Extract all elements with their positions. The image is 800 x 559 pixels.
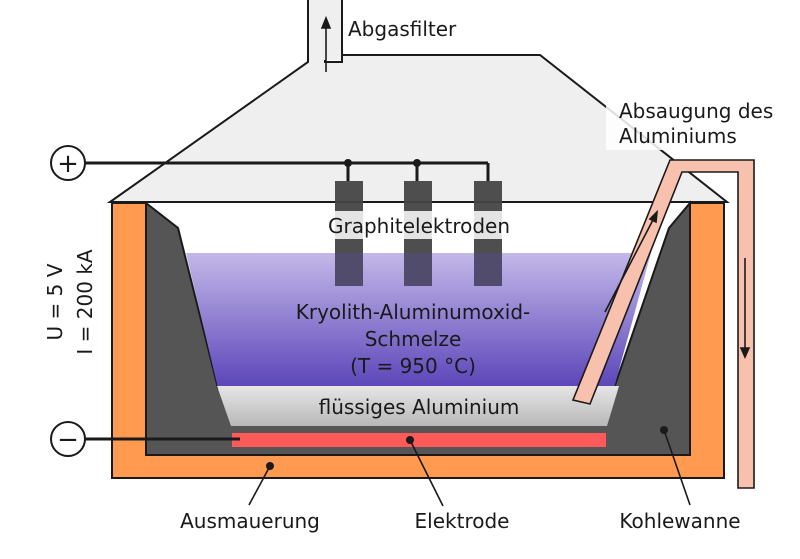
- cryolite-melt: [186, 253, 651, 388]
- electrode-label: Elektrode: [415, 509, 510, 533]
- callout-lines: [248, 429, 691, 507]
- minus-terminal-label: −: [57, 425, 79, 455]
- suction-label-line2: Aluminiums: [619, 124, 737, 148]
- cathode-bar: [232, 433, 606, 447]
- suction-pipe: [571, 159, 755, 489]
- liquid-aluminium-label: flüssiges Aluminium: [319, 395, 520, 419]
- melt-label-line3: (T = 950 °C): [350, 354, 476, 378]
- voltage-label: U = 5 V: [43, 263, 67, 340]
- plus-terminal: [50, 145, 86, 181]
- minus-terminal: [50, 421, 86, 457]
- plus-terminal-label: +: [57, 149, 79, 179]
- graphite-electrodes-label: Graphitelektroden: [328, 214, 510, 238]
- current-label: I = 200 kA: [73, 249, 97, 354]
- melt-label-line2: Schmelze: [365, 327, 462, 351]
- flow-arrows: [320, 15, 751, 359]
- carbon-tub-label: Kohlewanne: [619, 509, 740, 533]
- lining-label: Ausmauerung: [180, 509, 320, 533]
- melt-label-line1: Kryolith-Aluminumoxid-: [296, 300, 531, 324]
- suction-label-line1: Absaugung des: [619, 99, 773, 123]
- liquid-aluminium-layer: [217, 386, 619, 426]
- exhaust-filter-label: Abgasfilter: [348, 17, 457, 41]
